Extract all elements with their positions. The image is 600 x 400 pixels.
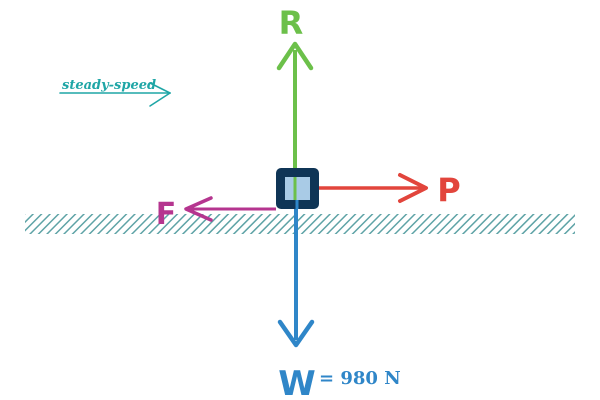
normal-force-label: R bbox=[279, 4, 304, 42]
normal-force-arrow bbox=[276, 41, 314, 180]
weight-force-label: W bbox=[278, 364, 316, 400]
block-face bbox=[285, 177, 310, 200]
ground-surface bbox=[25, 214, 575, 234]
push-force-arrow bbox=[318, 173, 428, 203]
push-force-label: P bbox=[437, 171, 460, 209]
weight-value: = 980 N bbox=[319, 368, 401, 389]
motion-label: steady-speed bbox=[62, 78, 156, 93]
weight-force-arrow bbox=[277, 205, 315, 348]
friction-force-label: F bbox=[156, 197, 177, 232]
motion-arrow-icon bbox=[59, 82, 171, 107]
friction-force-arrow bbox=[184, 196, 276, 222]
